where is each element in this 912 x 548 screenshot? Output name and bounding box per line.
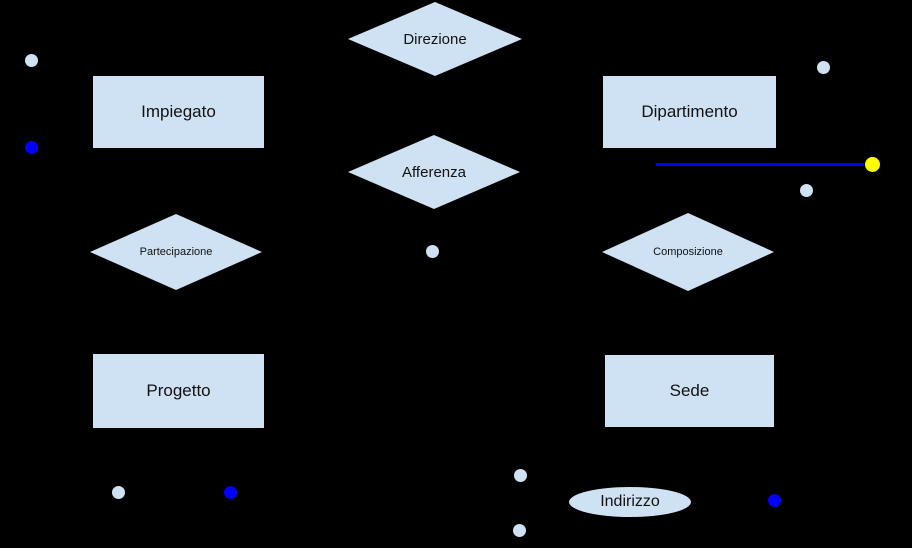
relationship-partecipazione: Partecipazione <box>90 214 262 290</box>
relationship-composizione: Composizione <box>602 213 774 291</box>
attribute-dot-blue <box>24 140 39 155</box>
attribute-dot-light <box>799 183 814 198</box>
entity-impiegato: Impiegato <box>92 75 265 149</box>
attribute-dot-blue <box>767 493 782 508</box>
attribute-dot-blue <box>223 485 238 500</box>
entity-dipartimento-label: Dipartimento <box>641 102 738 121</box>
entity-sede-label: Sede <box>669 381 710 400</box>
attribute-dot-light <box>425 244 440 259</box>
attribute-indirizzo: Indirizzo <box>568 486 692 518</box>
entity-progetto-label: Progetto <box>146 381 211 400</box>
attribute-indirizzo-label: Indirizzo <box>600 493 660 510</box>
entity-impiegato-label: Impiegato <box>141 102 216 121</box>
relationship-direzione: Direzione <box>348 2 522 76</box>
entity-dipartimento: Dipartimento <box>602 75 777 149</box>
entity-progetto: Progetto <box>92 353 265 429</box>
blue-connector-line <box>656 163 868 166</box>
relationship-composizione-label: Composizione <box>653 246 723 258</box>
entity-sede: Sede <box>604 354 775 428</box>
attribute-dot-light <box>24 53 39 68</box>
relationship-direzione-label: Direzione <box>403 30 467 48</box>
attribute-dot-light <box>512 523 527 538</box>
connector-endpoint-yellow-dot <box>864 156 881 173</box>
attribute-dot-light <box>513 468 528 483</box>
relationship-afferenza-label: Afferenza <box>402 163 466 181</box>
relationship-afferenza: Afferenza <box>348 135 520 209</box>
attribute-dot-light <box>111 485 126 500</box>
attribute-dot-light <box>816 60 831 75</box>
relationship-partecipazione-label: Partecipazione <box>139 246 213 258</box>
